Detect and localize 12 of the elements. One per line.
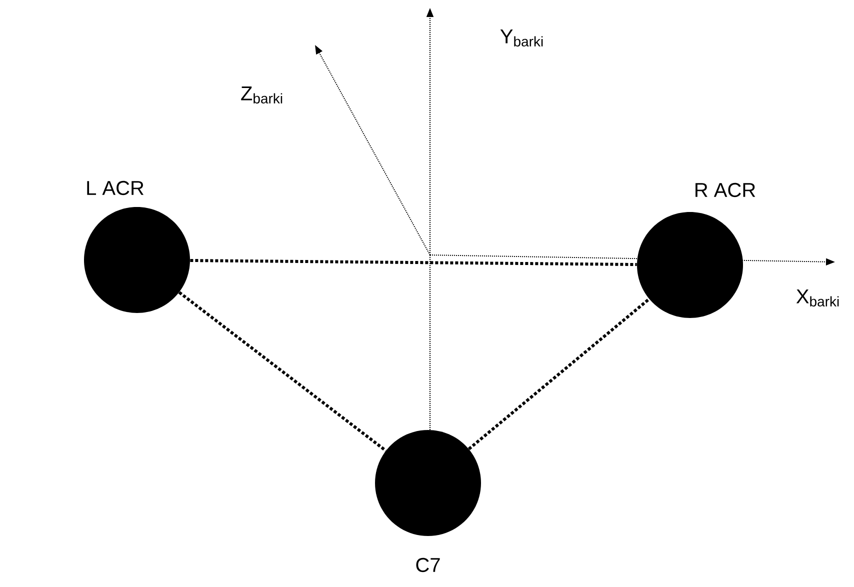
connector-line	[190, 258, 637, 266]
axis-label: Y$_{barki}$	[500, 30, 543, 46]
joint-circle	[375, 430, 481, 536]
connector-line	[178, 291, 387, 452]
axis-label: Z$_{barki}$	[241, 86, 282, 104]
axis-label: X$_{barki}$	[796, 290, 839, 306]
connector-line	[468, 298, 650, 450]
joint-label: L ACR	[87, 180, 144, 196]
joint-circle	[637, 212, 743, 318]
joint-label: C7	[416, 558, 440, 572]
joint-circle	[84, 207, 190, 313]
joint-label: R ACR	[696, 182, 756, 198]
